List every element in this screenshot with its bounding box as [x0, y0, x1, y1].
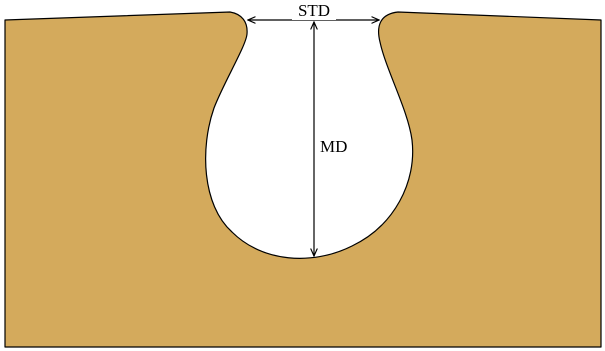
std-label: STD	[298, 1, 330, 20]
material-body	[5, 12, 601, 347]
md-label: MD	[320, 137, 347, 156]
